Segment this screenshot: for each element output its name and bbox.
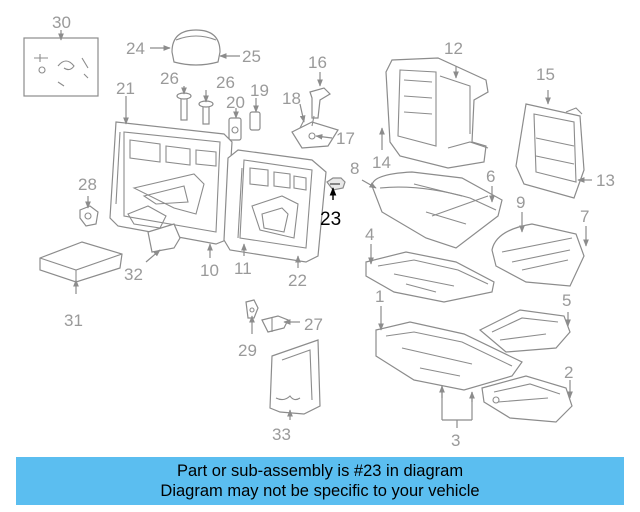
label-1: 1: [375, 287, 384, 306]
part-5-frame: [478, 309, 571, 353]
banner-line-part: Part or sub-assembly is #23 in diagram: [176, 462, 464, 480]
info-banner: Part or sub-assembly is #23 in diagram D…: [16, 457, 624, 505]
label-22: 22: [288, 271, 307, 290]
label-14: 14: [372, 153, 391, 172]
label-8: 8: [350, 159, 359, 178]
label-12: 12: [444, 39, 463, 58]
label-3: 3: [451, 431, 460, 450]
part-28-clip: [79, 205, 99, 227]
parts-diagram: 30 24 25 26 26 21 20 19 16 18 17 28 32 1…: [23, 13, 615, 450]
label-26-left: 26: [160, 69, 179, 88]
banner-line-disclaimer: Diagram may not be specific to your vehi…: [160, 482, 480, 500]
part-17-lock-assembly: [291, 115, 339, 149]
label-16: 16: [308, 53, 327, 72]
label-28: 28: [78, 175, 97, 194]
part-21-left-seatback-frame: [109, 121, 233, 245]
part-1-lower-frame: [375, 321, 523, 391]
label-18: 18: [282, 89, 301, 108]
part-30-hardware-kit: [23, 37, 99, 97]
label-24: 24: [126, 39, 145, 58]
label-25: 25: [242, 47, 261, 66]
part-12-seatback-cover: [385, 57, 489, 169]
part-9-side-cushion: [491, 223, 585, 287]
label-13: 13: [596, 171, 615, 190]
label-10: 10: [200, 261, 219, 280]
part-29-bracket: [245, 299, 259, 319]
label-33: 33: [272, 425, 291, 444]
part-23-clip: [326, 177, 346, 191]
part-8-seat-cushion: [371, 171, 503, 249]
label-4: 4: [365, 225, 374, 244]
part-labels: 30 24 25 26 26 21 20 19 16 18 17 28 32 1…: [52, 13, 615, 450]
part-27-hinge: [261, 315, 289, 333]
part-20-clip: [228, 117, 242, 141]
label-32: 32: [124, 265, 143, 284]
label-7: 7: [580, 207, 589, 226]
label-27: 27: [304, 315, 323, 334]
label-21: 21: [116, 79, 135, 98]
label-30: 30: [52, 13, 71, 32]
label-15: 15: [536, 65, 555, 84]
label-9: 9: [516, 193, 525, 212]
part-32-bracket: [147, 223, 181, 253]
label-6: 6: [486, 167, 495, 186]
part-33-side-panel: [269, 339, 321, 415]
label-2: 2: [564, 363, 573, 382]
part-26-headrest-guides: [176, 92, 214, 125]
label-26-right: 26: [216, 73, 235, 92]
part-headrest: [171, 29, 221, 66]
label-31: 31: [64, 311, 83, 330]
label-5: 5: [562, 291, 571, 310]
part-15-seatback-cushion: [515, 103, 585, 199]
leader-lines: [58, 30, 592, 428]
part-16-latch: [309, 87, 331, 119]
label-29: 29: [238, 341, 257, 360]
label-19: 19: [250, 81, 269, 100]
part-4-cushion-frame: [365, 251, 495, 303]
label-11: 11: [234, 259, 252, 278]
part-31-pad: [39, 241, 123, 283]
label-20: 20: [226, 93, 245, 112]
label-23-highlighted: 23: [320, 209, 341, 230]
label-17: 17: [336, 129, 355, 148]
part-19-clip: [249, 111, 261, 131]
part-2-rail: [481, 375, 573, 423]
part-11-center-seatback-frame: [223, 149, 327, 263]
